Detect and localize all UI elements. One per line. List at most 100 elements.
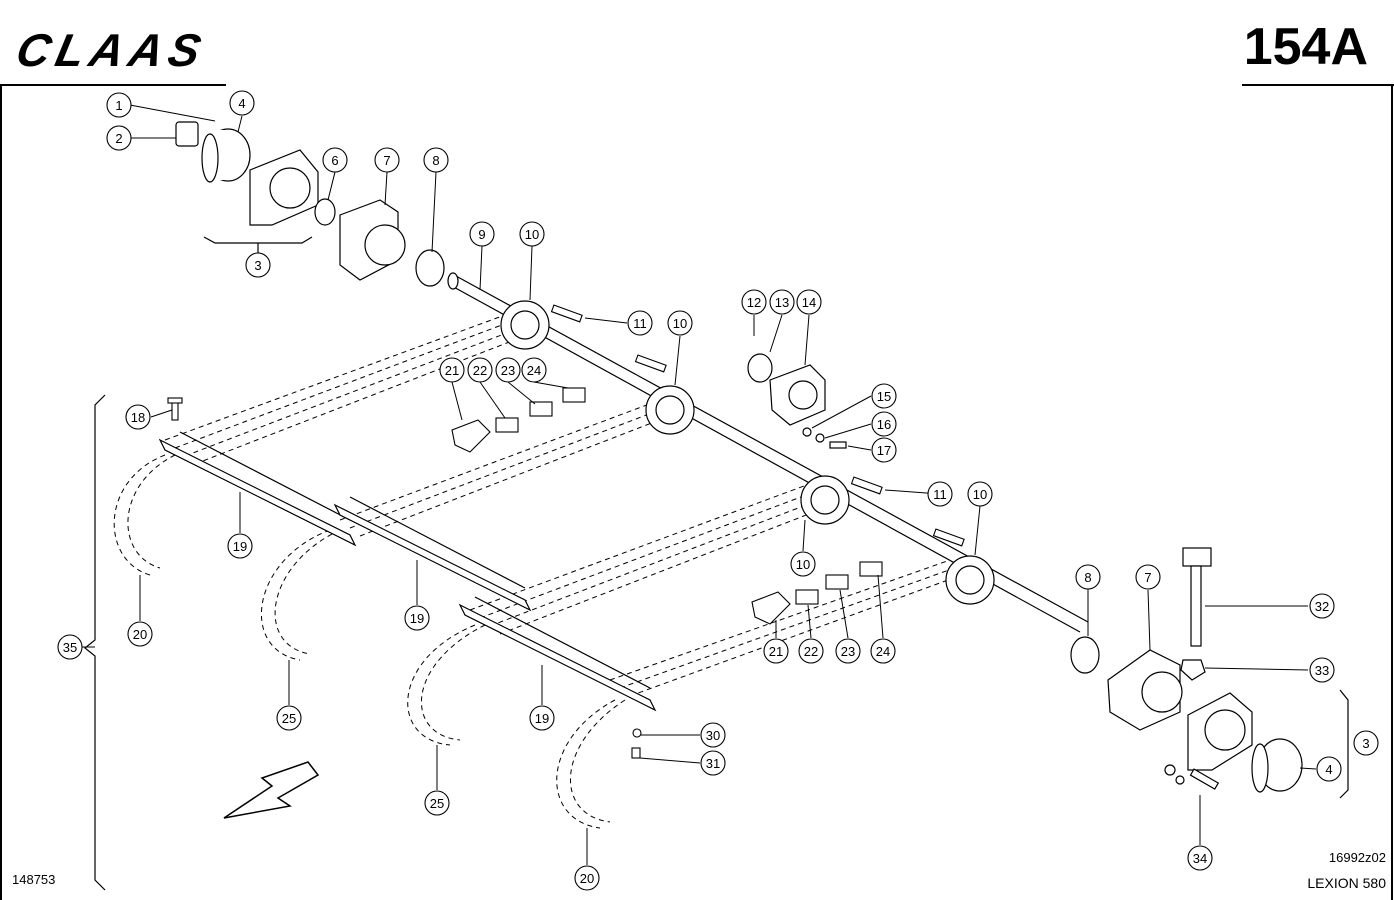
callout-label: 4 — [238, 96, 245, 111]
callout-label: 25 — [282, 711, 296, 726]
sprockets — [500, 300, 995, 605]
callout-31: 31 — [700, 750, 726, 776]
callout-24: 24 — [870, 638, 896, 664]
callout-label: 10 — [973, 487, 987, 502]
callout-label: 19 — [535, 711, 549, 726]
callout-label: 31 — [706, 756, 720, 771]
callout-label: 11 — [933, 487, 947, 502]
callout-label: 18 — [131, 410, 145, 425]
callout-19: 19 — [404, 605, 430, 631]
callout-3: 3 — [245, 252, 271, 278]
bearing-cap — [175, 121, 199, 147]
callout-label: 7 — [383, 153, 390, 168]
callout-17: 17 — [871, 437, 897, 463]
callout-10: 10 — [790, 551, 816, 577]
callout-20: 20 — [127, 621, 153, 647]
screws — [167, 397, 642, 759]
callout-9: 9 — [469, 221, 495, 247]
bracket-35 — [84, 394, 106, 891]
callout-label: 10 — [796, 557, 810, 572]
callout-label: 20 — [133, 627, 147, 642]
callout-18: 18 — [125, 404, 151, 430]
callout-label: 23 — [841, 644, 855, 659]
callout-label: 20 — [580, 871, 594, 886]
flight-bars — [158, 431, 657, 712]
callout-label: 8 — [432, 153, 439, 168]
callout-label: 12 — [747, 295, 761, 310]
callout-35: 35 — [57, 634, 83, 660]
callout-22: 22 — [467, 357, 493, 383]
model-name: LEXION 580 — [1307, 875, 1386, 891]
keys — [550, 304, 965, 547]
callout-2: 2 — [106, 125, 132, 151]
callout-7: 7 — [1135, 564, 1161, 590]
callout-label: 9 — [478, 227, 485, 242]
chain-links — [451, 387, 883, 625]
callout-8: 8 — [423, 147, 449, 173]
callout-label: 21 — [769, 644, 783, 659]
left-code: 148753 — [12, 872, 55, 887]
callout-label: 25 — [430, 796, 444, 811]
page-number: 154A — [1244, 18, 1368, 76]
callout-label: 23 — [501, 363, 515, 378]
callout-6: 6 — [322, 147, 348, 173]
bracket-3-left — [203, 236, 313, 255]
callout-label: 22 — [473, 363, 487, 378]
chain-paths — [113, 314, 971, 829]
callout-14: 14 — [796, 289, 822, 315]
callout-30: 30 — [700, 722, 726, 748]
callout-32: 32 — [1309, 593, 1335, 619]
callout-25: 25 — [276, 705, 302, 731]
callout-label: 3 — [1362, 736, 1369, 751]
callout-34: 34 — [1187, 845, 1213, 871]
left-bearing-assembly — [175, 121, 445, 287]
callout-label: 11 — [633, 316, 647, 331]
callout-label: 19 — [233, 539, 247, 554]
callout-label: 6 — [331, 153, 338, 168]
bracket-3-right — [1339, 689, 1349, 799]
drawing-code: 16992z02 — [1329, 850, 1386, 865]
callout-label: 22 — [804, 644, 818, 659]
callout-21: 21 — [763, 638, 789, 664]
callout-19: 19 — [529, 705, 555, 731]
callout-label: 1 — [115, 98, 122, 113]
direction-arrow — [223, 761, 320, 819]
callout-23: 23 — [495, 357, 521, 383]
callout-label: 2 — [115, 131, 122, 146]
callout-24: 24 — [521, 357, 547, 383]
callout-7: 7 — [374, 147, 400, 173]
callout-label: 30 — [706, 728, 720, 743]
callout-19: 19 — [227, 533, 253, 559]
callout-20: 20 — [574, 865, 600, 891]
callout-3: 3 — [1353, 730, 1379, 756]
callout-15: 15 — [871, 383, 897, 409]
callout-label: 8 — [1084, 570, 1091, 585]
callout-label: 13 — [775, 295, 789, 310]
callout-22: 22 — [798, 638, 824, 664]
callout-1: 1 — [106, 92, 132, 118]
leader-lines — [82, 104, 1317, 865]
callout-10: 10 — [519, 221, 545, 247]
callout-label: 21 — [445, 363, 459, 378]
callout-4: 4 — [229, 90, 255, 116]
callout-8: 8 — [1075, 564, 1101, 590]
callout-16: 16 — [871, 411, 897, 437]
callout-11: 11 — [627, 310, 653, 336]
callout-25: 25 — [424, 790, 450, 816]
callout-label: 34 — [1193, 851, 1207, 866]
callout-label: 4 — [1325, 762, 1332, 777]
header: CLAAS 154A — [0, 18, 1394, 86]
callout-label: 35 — [63, 640, 77, 655]
callout-label: 3 — [254, 258, 261, 273]
callout-label: 19 — [410, 611, 424, 626]
callout-10: 10 — [967, 481, 993, 507]
callout-21: 21 — [439, 357, 465, 383]
callout-label: 10 — [673, 316, 687, 331]
callout-label: 32 — [1315, 599, 1329, 614]
tensioner-assembly — [747, 353, 847, 449]
callout-10: 10 — [667, 310, 693, 336]
callout-label: 14 — [802, 295, 816, 310]
callout-label: 24 — [876, 644, 890, 659]
